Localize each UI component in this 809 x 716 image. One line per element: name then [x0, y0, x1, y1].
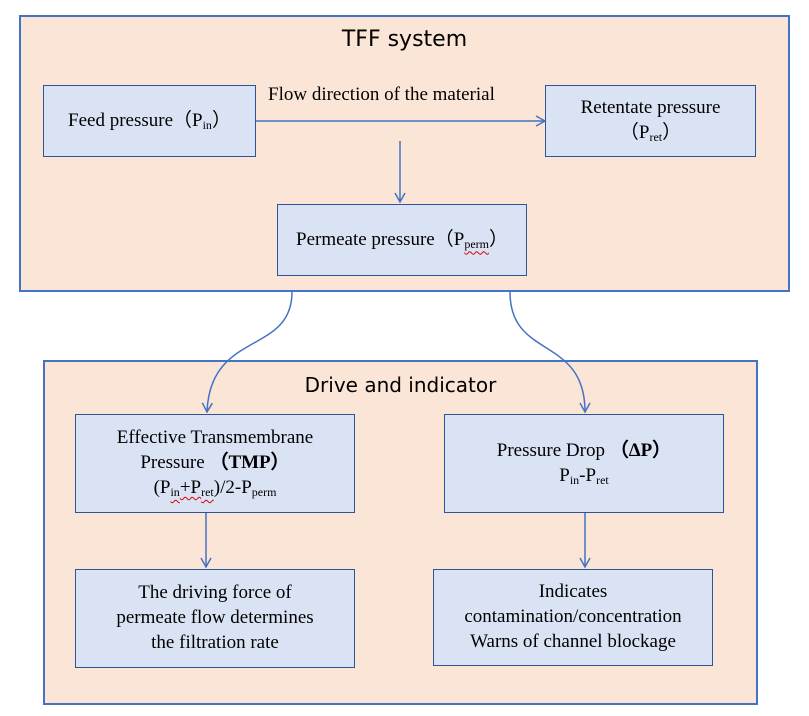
permeate-pressure-box: Permeate pressure（Pperm） [277, 204, 527, 276]
contamination-indicator-box: Indicates contamination/concentration Wa… [433, 569, 713, 666]
curved-arrow-to-pressure-drop [509, 291, 591, 414]
retentate-pressure-box: Retentate pressure （Pret） [545, 85, 756, 157]
curved-arrow-to-tmp [201, 291, 293, 414]
feed-pressure-box: Feed pressure（Pin） [43, 85, 256, 157]
tff-system-title: TFF system [341, 27, 468, 52]
tmp-box: Effective Transmembrane Pressure （TMP） (… [75, 414, 355, 513]
drive-indicator-title: Drive and indicator [304, 373, 497, 397]
flow-direction-label: Flow direction of the material [268, 84, 495, 105]
driving-force-box: The driving force of permeate flow deter… [75, 569, 355, 668]
pressure-drop-box: Pressure Drop （ΔP） Pin-Pret [444, 414, 724, 513]
